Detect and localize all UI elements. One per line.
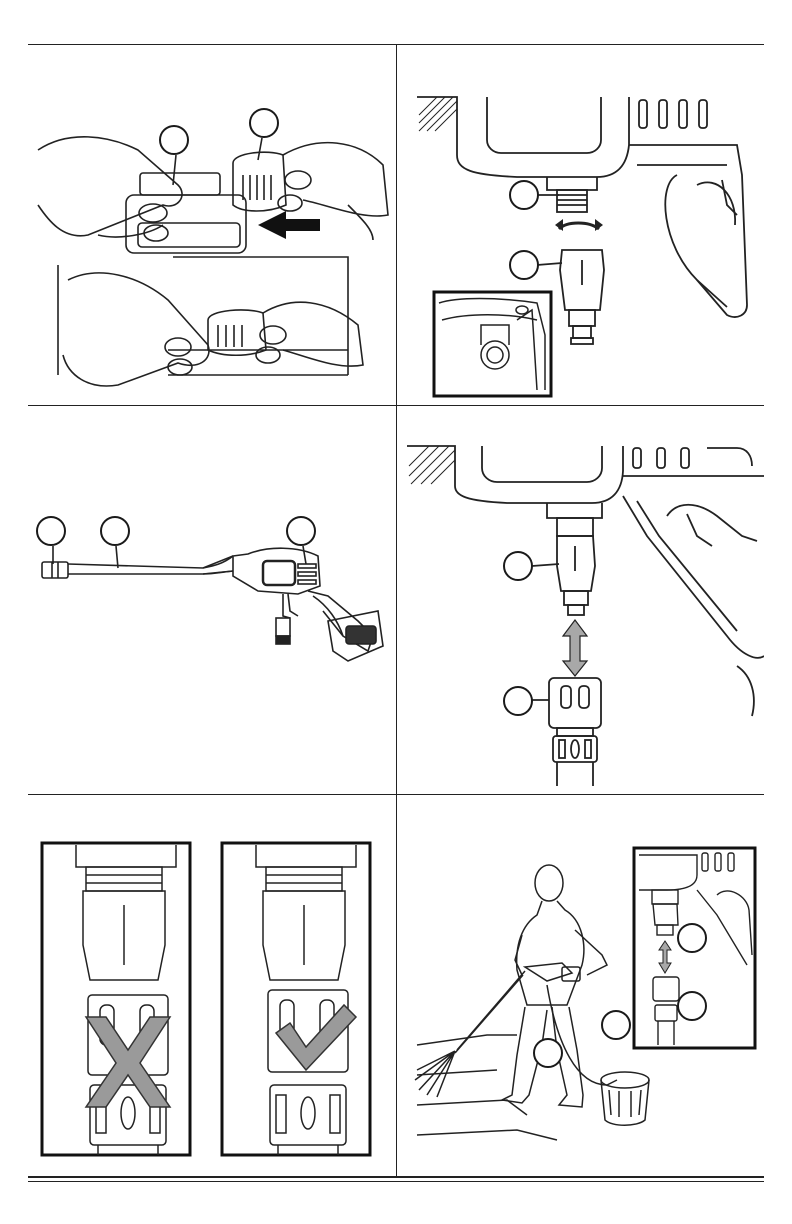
panel-hose-connector-push	[397, 406, 764, 794]
battery-insertion-illustration	[28, 45, 396, 405]
bottom-rule	[28, 1176, 764, 1178]
connector-fit-illustration	[28, 795, 396, 1175]
callout-charger	[249, 108, 279, 138]
callout-wand	[100, 516, 130, 546]
hose-adapter-illustration	[397, 45, 764, 405]
panel-wand-assembly	[28, 406, 396, 794]
wand-assembly-illustration	[28, 406, 396, 794]
rotate-arrow-icon	[555, 219, 603, 231]
hose-connector-illustration	[397, 406, 764, 794]
push-connect-arrow-icon	[563, 620, 587, 676]
callout-hose-adapter	[509, 250, 539, 280]
callout-spray-tip	[36, 516, 66, 546]
push-arrow-icon	[258, 211, 320, 239]
callout-battery	[159, 125, 189, 155]
bottom-rule-thin	[28, 1181, 764, 1182]
callout-hose	[533, 1038, 563, 1068]
callout-outlet-thread	[509, 180, 539, 210]
callout-inset-adapter	[677, 923, 707, 953]
callout-hose-connector	[503, 686, 533, 716]
panel-hose-adapter-attach	[397, 45, 764, 405]
panel-battery-insertion	[28, 45, 396, 405]
callout-adapter	[503, 551, 533, 581]
callout-gun-body	[286, 516, 316, 546]
panel-operating-with-bucket	[397, 795, 764, 1175]
operating-illustration	[397, 795, 764, 1175]
panel-connector-fit-check	[28, 795, 396, 1175]
callout-inset-connector	[677, 991, 707, 1021]
callout-bucket	[601, 1010, 631, 1040]
